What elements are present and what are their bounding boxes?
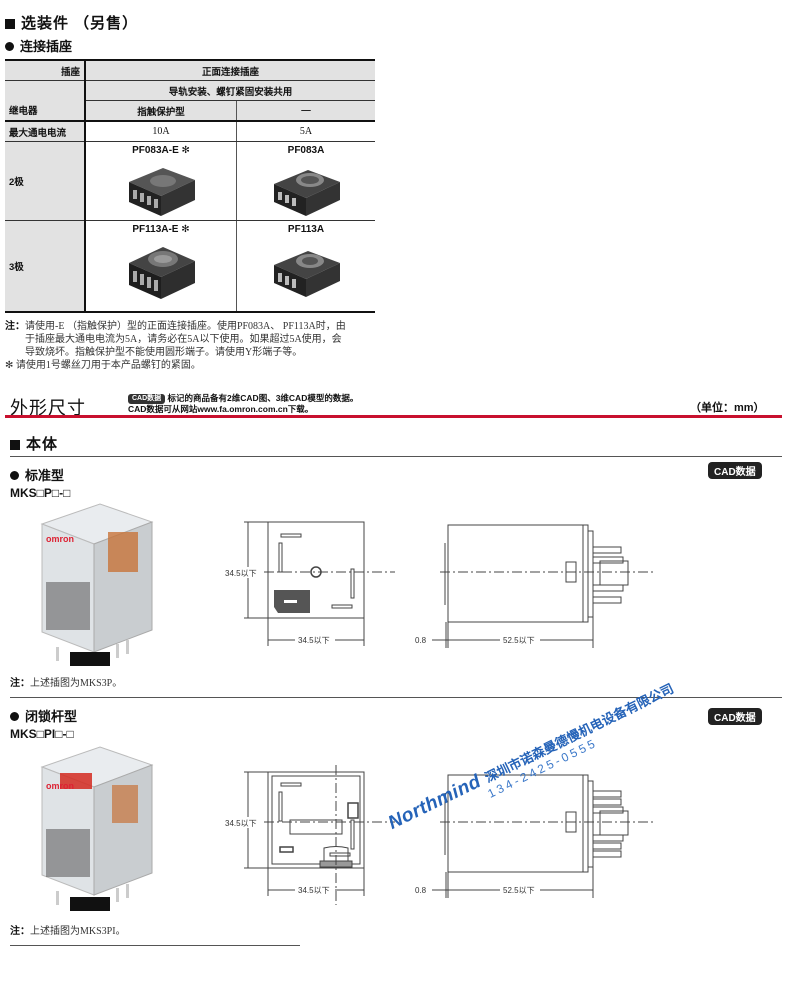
dim-length: 52.5以下 xyxy=(503,886,535,895)
divider xyxy=(10,456,782,457)
socket-notes: 注： 请使用-E （指触保护）型的正面连接插座。使用PF083A、 PF113A… xyxy=(5,320,385,372)
square-bullet-icon xyxy=(10,440,20,450)
empty-label-cell xyxy=(5,80,86,101)
side-view-drawing: 52.5以下 0.8 xyxy=(413,524,655,648)
body-heading: 本体 xyxy=(10,433,58,454)
cad-data-button[interactable]: CAD数据 xyxy=(708,708,762,726)
note-text: 上述插图为MKS3P。 xyxy=(30,678,123,689)
variant-heading: 标准型 xyxy=(10,465,64,484)
socket-subtitle: 连接插座 xyxy=(20,39,73,54)
socket-cell: PF083A-E ✻ xyxy=(85,141,237,221)
type-standard: — xyxy=(236,100,375,122)
note-text: 上述插图为MKS3PI。 xyxy=(30,926,126,937)
note-label: 注： xyxy=(10,678,30,689)
variant-name: 闭锁杆型 xyxy=(25,709,78,724)
pole-label: 2极 xyxy=(5,141,86,221)
socket-table: 插座 正面连接插座 导轨安装、螺钉紧固安装共用 继电器 指触保护型 — 最大通电… xyxy=(5,59,375,313)
relay-photo: omron xyxy=(40,746,154,911)
note-line: 于插座最大通电电流为5A，请务必在5A以下使用。如果超过5A使用，会 xyxy=(25,334,342,345)
column-group-header: 正面连接插座 xyxy=(85,59,375,81)
asterisk-note: ✻ 请使用1号螺丝刀用于本产品螺钉的紧固。 xyxy=(5,360,201,371)
front-view-drawing: 34.5以下 34.5以下 xyxy=(224,765,395,905)
options-title: 选装件 （另售） xyxy=(21,15,139,32)
socket-model: PF113A-E ✻ xyxy=(132,224,190,235)
cad-data-button-label[interactable]: CAD数据 xyxy=(708,462,762,479)
max-current-value: 10A xyxy=(85,121,237,142)
dim-gap: 0.8 xyxy=(415,636,427,645)
socket-image xyxy=(274,170,340,216)
table-row: 3极 PF113A-E ✻ PF113A xyxy=(5,220,375,313)
side-view-drawing: 52.5以下 0.8 xyxy=(413,774,655,898)
round-bullet-icon xyxy=(10,712,19,721)
variant-model: MKS□P□-□ xyxy=(10,486,71,500)
cad-data-button-label[interactable]: CAD数据 xyxy=(708,708,762,725)
dim-width: 34.5以下 xyxy=(298,886,330,895)
variant-note: 注：上述插图为MKS3P。 xyxy=(10,677,122,690)
divider xyxy=(10,945,300,946)
note-line: 请使用-E （指触保护）型的正面连接插座。使用PF083A、 PF113A时，由 xyxy=(25,321,346,332)
divider xyxy=(10,697,782,698)
dimensions-title: 外形尺寸 xyxy=(10,398,86,418)
relay-photo: omron xyxy=(40,503,154,666)
dim-gap: 0.8 xyxy=(415,886,427,895)
socket-cell: PF113A xyxy=(236,220,375,313)
dim-height: 34.5以下 xyxy=(225,569,257,578)
cad-data-button[interactable]: CAD数据 xyxy=(708,462,762,480)
section-divider-red xyxy=(5,415,782,418)
relay-brand: omron xyxy=(46,781,74,791)
table-row: 2极 PF083A-E ✻ PF083A xyxy=(5,141,375,221)
socket-model: PF083A-E ✻ xyxy=(132,145,190,156)
type-finger-protect: 指触保护型 xyxy=(85,100,237,122)
table-row: 导轨安装、螺钉紧固安装共用 xyxy=(5,80,375,101)
socket-image xyxy=(129,247,195,299)
variant-name: 标准型 xyxy=(25,468,65,483)
mounting-header: 导轨安装、螺钉紧固安装共用 xyxy=(85,80,375,101)
round-bullet-icon xyxy=(5,42,14,51)
socket-image xyxy=(274,251,340,297)
front-view-drawing: 34.5以下 34.5以下 xyxy=(224,521,395,646)
socket-model: PF113A xyxy=(287,224,325,235)
cad-info-line: CAD数据可从网站www.fa.omron.com.cn下载。 xyxy=(128,404,314,414)
square-bullet-icon xyxy=(5,19,15,29)
variant-heading: 闭锁杆型 xyxy=(10,706,77,725)
note-line: 导致烧坏。指触保护型不能使用圆形端子。请使用Y形端子等。 xyxy=(25,347,303,358)
cad-info-line: 标记的商品备有2维CAD图、3维CAD模型的数据。 xyxy=(167,393,359,403)
max-current-value: 5A xyxy=(236,121,375,142)
socket-subheading: 连接插座 xyxy=(5,36,72,55)
dim-width: 34.5以下 xyxy=(298,636,330,645)
cad-tag-inline: CAD数据 xyxy=(128,394,166,404)
socket-model: PF083A xyxy=(287,145,325,156)
dim-height: 34.5以下 xyxy=(225,819,257,828)
variant-note: 注：上述插图为MKS3PI。 xyxy=(10,925,126,938)
socket-header-label: 插座 xyxy=(5,59,86,81)
variant-model: MKS□PI□-□ xyxy=(10,727,74,741)
max-current-label: 最大通电电流 xyxy=(5,121,86,142)
relay-brand: omron xyxy=(46,534,74,544)
pole-label: 3极 xyxy=(5,220,86,313)
body-title: 本体 xyxy=(26,436,59,453)
dim-length: 52.5以下 xyxy=(503,636,535,645)
options-heading: 选装件 （另售） xyxy=(5,12,138,33)
table-row: 继电器 指触保护型 — xyxy=(5,100,375,122)
table-row: 插座 正面连接插座 xyxy=(5,59,375,81)
relay-header-label: 继电器 xyxy=(5,100,86,122)
round-bullet-icon xyxy=(10,471,19,480)
socket-cell: PF083A xyxy=(236,141,375,221)
socket-image xyxy=(129,168,195,216)
unit-label: （单位：mm） xyxy=(690,402,765,414)
note-label: 注： xyxy=(10,926,30,937)
table-row: 最大通电电流 10A 5A xyxy=(5,121,375,142)
note-label: 注： xyxy=(5,321,25,332)
socket-cell: PF113A-E ✻ xyxy=(85,220,237,313)
cad-info: CAD数据 标记的商品备有2维CAD图、3维CAD模型的数据。 CAD数据可从网… xyxy=(128,393,358,415)
